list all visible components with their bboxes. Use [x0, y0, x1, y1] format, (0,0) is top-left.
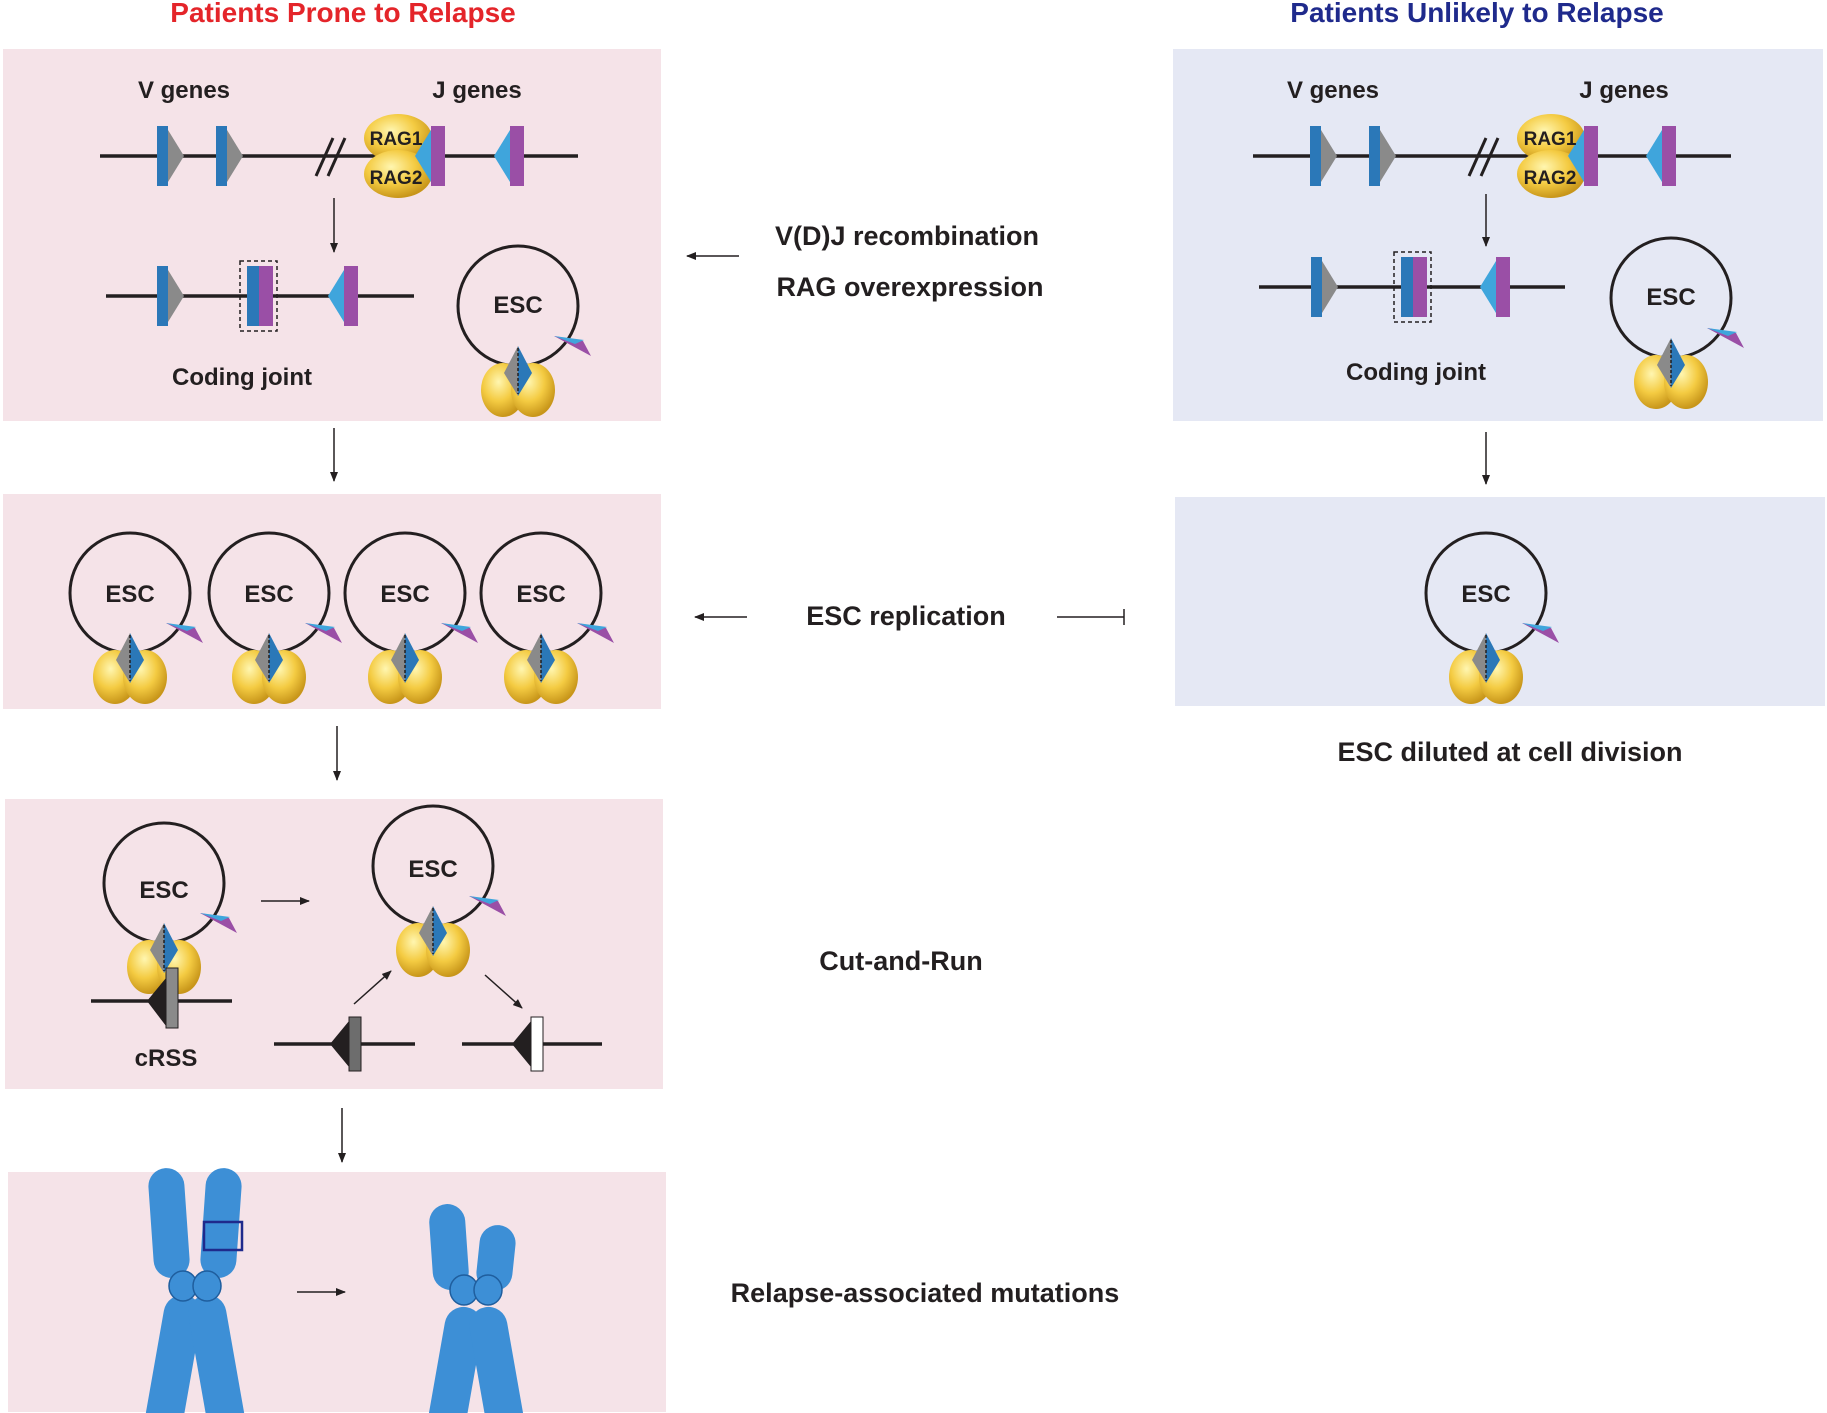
j-genes-label-left: J genes — [432, 77, 521, 104]
inhibition-arrow — [1057, 609, 1125, 625]
crss-site — [91, 967, 232, 1029]
locus-left — [100, 114, 578, 198]
coding-joint-label-right: Coding joint — [1346, 359, 1486, 386]
j-genes-label-right: J genes — [1579, 77, 1668, 104]
esc-label-right-top: ESC — [1646, 284, 1695, 311]
rag-overexpression-label: RAG overexpression — [776, 272, 1043, 302]
panel-right-vdj — [1173, 49, 1823, 421]
coding-joint-left — [106, 260, 414, 332]
target-site-after — [462, 1016, 602, 1072]
esc-label-rep-2: ESC — [244, 581, 293, 608]
rag1-label-right: RAG1 — [1524, 129, 1577, 150]
cut-and-run-label: Cut-and-Run — [819, 946, 982, 976]
esc-label-right-single: ESC — [1461, 581, 1510, 608]
esc-replication-label: ESC replication — [806, 601, 1006, 631]
rag2-label-left: RAG2 — [370, 168, 423, 189]
v-genes-label-left: V genes — [138, 77, 230, 104]
esc-label-cutrun-bound: ESC — [139, 877, 188, 904]
esc-label-rep-4: ESC — [516, 581, 565, 608]
crss-label: cRSS — [135, 1045, 198, 1072]
esc-diluted-label: ESC diluted at cell division — [1337, 737, 1682, 767]
vdj-recombination-label: V(D)J recombination — [775, 221, 1039, 251]
arrow-cutrun-down — [484, 974, 523, 1009]
esc-label-cutrun-free: ESC — [408, 856, 457, 883]
panel-left-vdj — [3, 49, 661, 421]
rag2-label-right: RAG2 — [1524, 168, 1577, 189]
esc-label-left-top: ESC — [493, 292, 542, 319]
esc-label-rep-1: ESC — [105, 581, 154, 608]
rag1-label-left: RAG1 — [370, 129, 423, 150]
coding-joint-label-left: Coding joint — [172, 364, 312, 391]
v-genes-label-right: V genes — [1287, 77, 1379, 104]
left-header: Patients Prone to Relapse — [170, 0, 515, 28]
chromosome-after — [423, 1204, 529, 1413]
chromosome-highlight-box — [202, 1220, 244, 1252]
esc-label-rep-3: ESC — [380, 581, 429, 608]
locus-right — [1253, 114, 1731, 198]
target-site-before — [274, 1016, 415, 1072]
relapse-mutations-label: Relapse-associated mutations — [731, 1278, 1120, 1308]
right-header: Patients Unlikely to Relapse — [1290, 0, 1663, 28]
arrow-cutrun-up — [353, 970, 392, 1005]
coding-joint-right — [1259, 251, 1565, 323]
